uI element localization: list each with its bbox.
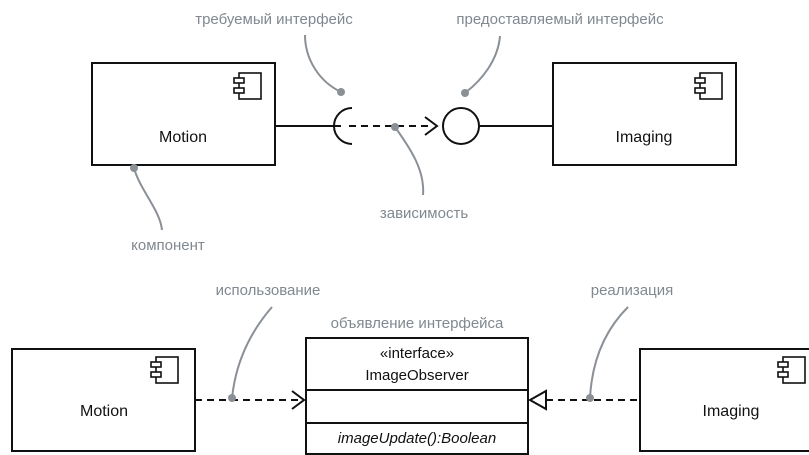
realization-arrow-head [527,389,547,411]
note-usage: использование [216,282,321,299]
interface-class-box: «interface» ImageObserver imageUpdate():… [305,337,529,455]
note-required-interface: требуемый интерфейс [195,11,353,28]
bottom-imaging-component: Imaging [639,348,809,452]
provided-interface-ball [442,107,480,145]
component-name: Imaging [703,403,760,420]
note-dependency: зависимость [380,205,468,222]
note-component: компонент [131,237,205,254]
top-imaging-component: Imaging [552,62,737,166]
note-interface-declaration: объявление интерфейса [331,315,504,332]
note-leader-realization [586,306,629,402]
bottom-motion-component: Motion [11,348,196,452]
dependency-arrow-head [424,116,439,136]
note-leader-usage [228,306,273,402]
interface-stereotype: «interface» [380,345,454,362]
interface-name: ImageObserver [365,367,468,384]
note-leader-provided [461,35,501,97]
component-name: Imaging [616,129,673,146]
note-provided-interface: предоставляемый интерфейс [456,11,664,28]
required-interface-socket [333,107,353,145]
interface-operation: imageUpdate():Boolean [338,430,496,447]
component-name: Motion [159,129,207,146]
top-motion-component: Motion [91,62,276,166]
note-leader-component [130,164,163,231]
note-leader-required [304,34,345,96]
usage-arrow-head [291,390,306,410]
note-realization: реализация [591,282,673,299]
component-name: Motion [80,403,128,420]
note-leader-dependency [391,123,425,196]
